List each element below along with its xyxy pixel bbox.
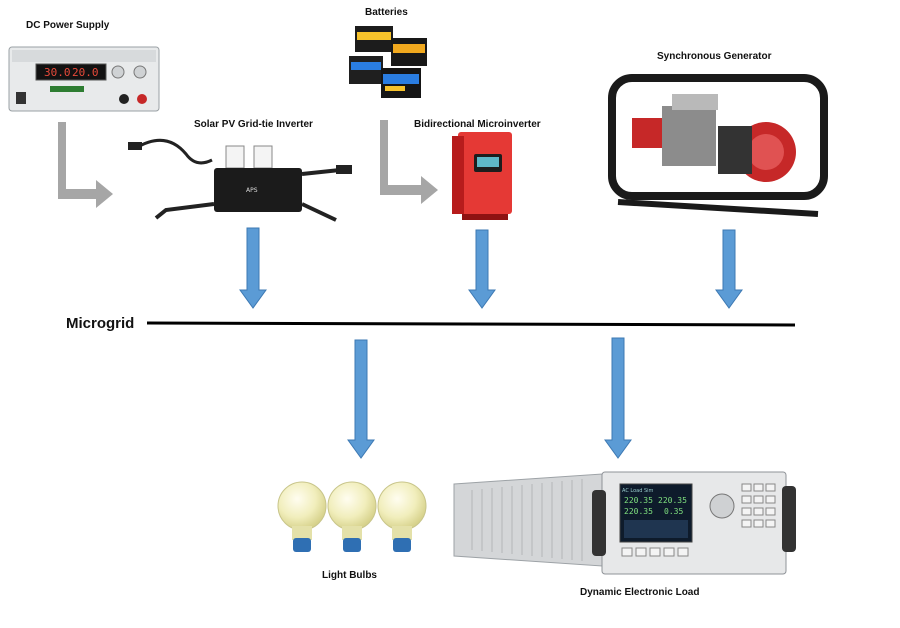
microinverter-to-grid-arrow bbox=[468, 229, 496, 309]
generator-image bbox=[608, 74, 828, 217]
load-current-2: 0.35 bbox=[664, 507, 683, 516]
svg-text:APS: APS bbox=[246, 187, 258, 194]
bulb-3 bbox=[377, 481, 427, 552]
solar-inverter-label: Solar PV Grid-tie Inverter bbox=[194, 119, 313, 130]
generator-to-grid-arrow bbox=[715, 229, 743, 309]
psu-voltage-readout: 30.0 bbox=[44, 66, 71, 79]
bulb-1 bbox=[277, 481, 327, 552]
batteries-image bbox=[349, 26, 427, 98]
light-bulbs-image bbox=[277, 481, 427, 552]
load-header-text: AC Load Sim bbox=[622, 488, 654, 494]
synchronous-generator-label: Synchronous Generator bbox=[657, 51, 772, 62]
load-voltage-2: 220.35 bbox=[624, 507, 653, 516]
grid-to-load-arrow bbox=[604, 337, 632, 459]
load-voltage-1: 220.35 bbox=[624, 496, 653, 505]
psu-to-inverter-arrow bbox=[58, 122, 113, 208]
inverter-to-grid-arrow bbox=[239, 227, 267, 309]
solar-inverter-image: APS bbox=[128, 138, 352, 222]
batteries-to-microinverter-arrow bbox=[380, 120, 438, 204]
dc-power-supply-image: 30.0 20.0 bbox=[8, 46, 160, 112]
batteries-label: Batteries bbox=[365, 7, 408, 18]
microinverter-label: Bidirectional Microinverter bbox=[414, 119, 541, 130]
light-bulbs-label: Light Bulbs bbox=[322, 570, 377, 581]
load-current-1: 220.35 bbox=[658, 496, 687, 505]
bulb-2 bbox=[327, 481, 377, 552]
microgrid-label: Microgrid bbox=[66, 315, 135, 332]
microinverter-image bbox=[452, 132, 512, 220]
electronic-load-image: AC Load Sim 220.35 220.35 220.35 0.35 bbox=[453, 471, 796, 575]
electronic-load-label: Dynamic Electronic Load bbox=[580, 587, 700, 598]
microgrid-bus-line bbox=[146, 321, 796, 327]
grid-to-bulbs-arrow bbox=[347, 339, 375, 459]
dc-power-supply-label: DC Power Supply bbox=[26, 20, 110, 31]
psu-current-readout: 20.0 bbox=[72, 66, 99, 79]
